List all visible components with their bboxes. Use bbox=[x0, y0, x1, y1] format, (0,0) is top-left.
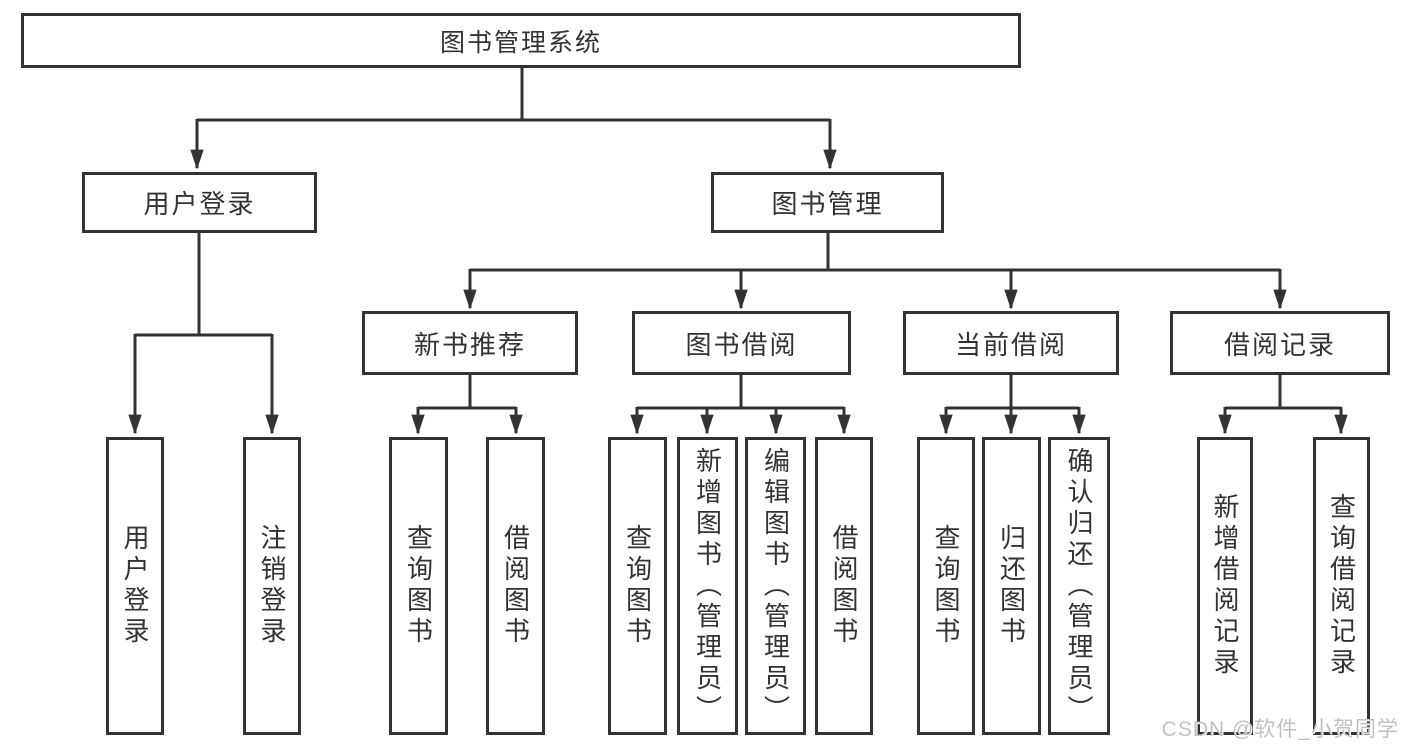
node-library-system-label: 图书管理系统 bbox=[439, 28, 602, 57]
leaf-user-login-label: 用户登录 bbox=[120, 524, 150, 648]
leaf-add-borrow-record-label: 新增借阅记录 bbox=[1210, 493, 1240, 679]
node-current-borrow: 当前借阅 bbox=[903, 311, 1119, 375]
csdn-watermark: CSDN @软件_小贺同学 bbox=[1161, 718, 1399, 741]
leaf-user-login: 用户登录 bbox=[106, 437, 164, 735]
leaf-return-books: 归还图书 bbox=[982, 437, 1041, 735]
leaf-borrow-books-recommend: 借阅图书 bbox=[486, 437, 545, 735]
node-book-borrow-label: 图书借阅 bbox=[685, 329, 798, 360]
node-new-book-recommend: 新书推荐 bbox=[362, 311, 578, 375]
leaf-edit-book-admin: 编辑图书（管理员） bbox=[745, 437, 806, 735]
node-user-login-label: 用户登录 bbox=[143, 189, 256, 219]
node-book-borrow: 图书借阅 bbox=[632, 311, 851, 375]
leaf-query-borrow-record-label: 查询借阅记录 bbox=[1326, 493, 1357, 679]
leaf-confirm-return-admin-label: 确认归还（管理员） bbox=[1064, 446, 1094, 726]
leaf-query-books-recommend: 查询图书 bbox=[389, 437, 448, 735]
leaf-add-book-admin-label: 新增图书（管理员） bbox=[692, 446, 723, 726]
leaf-confirm-return-admin: 确认归还（管理员） bbox=[1048, 437, 1110, 735]
node-borrow-records: 借阅记录 bbox=[1170, 311, 1390, 375]
leaf-logout-label: 注销登录 bbox=[257, 524, 287, 648]
node-current-borrow-label: 当前借阅 bbox=[954, 329, 1067, 360]
node-user-login: 用户登录 bbox=[82, 172, 317, 233]
leaf-query-books-current-label: 查询图书 bbox=[931, 524, 961, 648]
node-book-management: 图书管理 bbox=[711, 172, 944, 233]
leaf-logout: 注销登录 bbox=[243, 437, 301, 735]
leaf-query-books-current: 查询图书 bbox=[917, 437, 975, 735]
leaf-query-borrow-record: 查询借阅记录 bbox=[1313, 437, 1370, 735]
leaf-borrow-books-label: 借阅图书 bbox=[829, 524, 859, 648]
leaf-borrow-books-recommend-label: 借阅图书 bbox=[500, 524, 531, 648]
node-borrow-records-label: 借阅记录 bbox=[1223, 329, 1336, 360]
leaf-query-books-borrow: 查询图书 bbox=[608, 437, 667, 735]
leaf-borrow-books: 借阅图书 bbox=[815, 437, 873, 735]
leaf-add-borrow-record: 新增借阅记录 bbox=[1197, 437, 1253, 735]
node-new-book-recommend-label: 新书推荐 bbox=[413, 329, 526, 360]
node-book-management-label: 图书管理 bbox=[771, 189, 884, 219]
leaf-add-book-admin: 新增图书（管理员） bbox=[677, 437, 738, 735]
leaf-return-books-label: 归还图书 bbox=[996, 524, 1027, 648]
node-library-system: 图书管理系统 bbox=[21, 13, 1021, 68]
leaf-query-books-borrow-label: 查询图书 bbox=[622, 524, 653, 648]
leaf-edit-book-admin-label: 编辑图书（管理员） bbox=[760, 446, 791, 726]
leaf-query-books-recommend-label: 查询图书 bbox=[403, 524, 434, 648]
